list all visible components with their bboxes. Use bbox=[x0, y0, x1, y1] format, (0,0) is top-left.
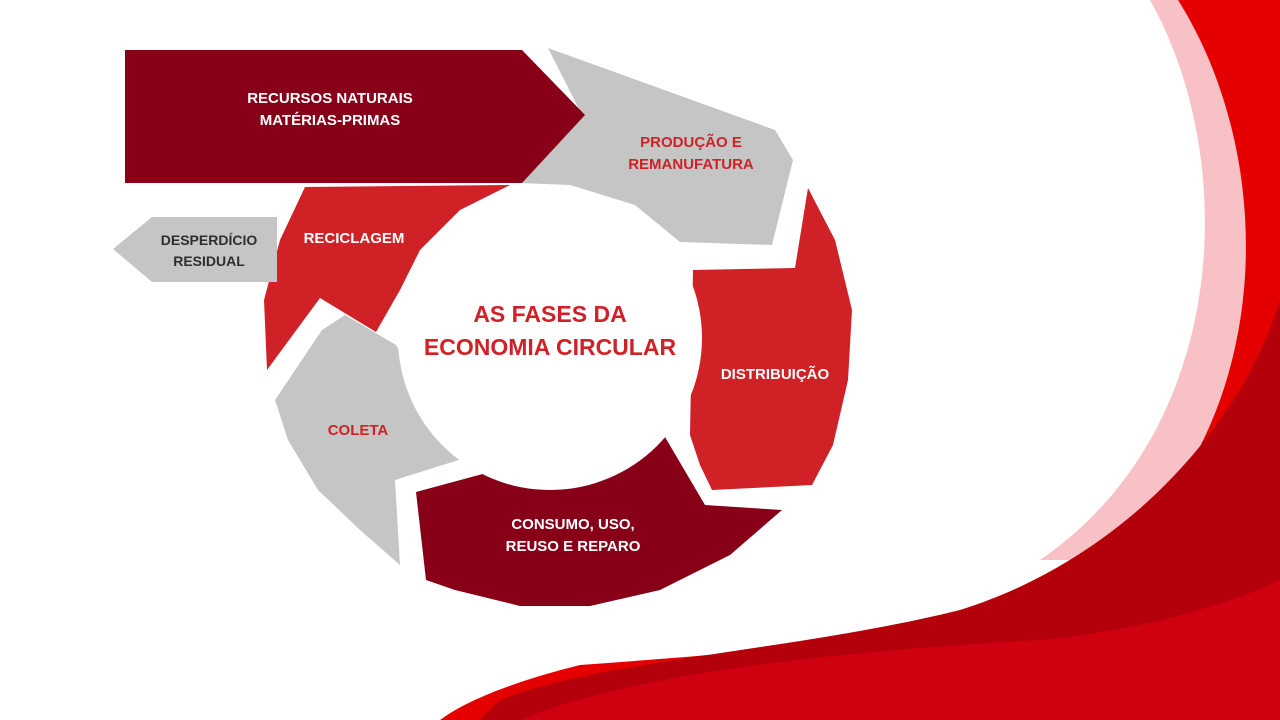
label-reciclagem: RECICLAGEM bbox=[303, 230, 405, 247]
wave-pink-highlight bbox=[1040, 0, 1258, 560]
label-producao: PRODUÇÃO E REMANUFATURA bbox=[628, 134, 754, 173]
cycle-ring bbox=[264, 48, 852, 606]
arrow-desperdicio bbox=[113, 217, 277, 282]
label-consumo: CONSUMO, USO, REUSO E REPARO bbox=[505, 516, 641, 555]
segment-coleta bbox=[275, 315, 465, 565]
label-distribuicao: DISTRIBUIÇÃO bbox=[720, 366, 830, 383]
segment-producao bbox=[520, 48, 793, 245]
background-wave bbox=[440, 0, 1280, 720]
center-title: AS FASES DA ECONOMIA CIRCULAR bbox=[423, 301, 677, 360]
segment-distribuicao bbox=[690, 188, 852, 490]
wave-bottom-band bbox=[520, 580, 1280, 720]
label-desperdicio: DESPERDÍCIO RESIDUAL bbox=[160, 232, 258, 269]
label-coleta: COLETA bbox=[327, 422, 389, 439]
wave-deep-red bbox=[480, 300, 1280, 720]
arrow-recursos bbox=[125, 50, 585, 183]
center-hub bbox=[398, 186, 702, 490]
segment-reciclagem bbox=[264, 185, 510, 370]
label-recursos: RECURSOS NATURAIS MATÉRIAS-PRIMAS bbox=[247, 90, 413, 129]
